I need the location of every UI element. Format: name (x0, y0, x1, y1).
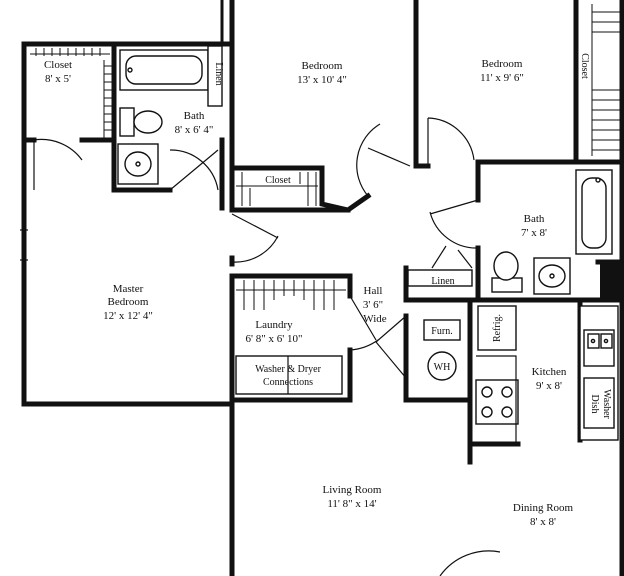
bath-second-label: Bath (524, 213, 545, 225)
linen-hall-label: Linen (431, 276, 454, 287)
bedroom-center-dims: 13' x 10' 4" (297, 74, 347, 86)
washer-dryer-icon (235, 355, 343, 395)
closet-right-label: Closet (579, 53, 590, 79)
bedroom-right-dims: 11' x 9' 6" (480, 72, 524, 84)
bath-master-dims: 8' x 6' 4" (175, 124, 214, 136)
master-bedroom-dims: 12' x 12' 4" (103, 310, 153, 322)
bedroom-center-label: Bedroom (302, 60, 343, 72)
washer-dryer-label-2: Connections (263, 377, 313, 388)
refrigerator-label: Refrig. (492, 314, 503, 342)
room-labels: Closet 8' x 5' Bath 8' x 6' 4" Linen Bed… (44, 53, 612, 528)
bedroom-right-label: Bedroom (482, 58, 523, 70)
refrigerator-icon (477, 305, 517, 351)
walls (21, 0, 624, 576)
living-room-label: Living Room (323, 484, 382, 496)
water-heater-icon (427, 351, 457, 381)
fixtures (20, 45, 622, 444)
bath-master-label: Bath (184, 110, 205, 122)
stove-icon (475, 379, 519, 425)
furnace-label: Furn. (431, 326, 452, 337)
master-bedroom-label-2: Bedroom (108, 296, 149, 308)
washer-dryer-label-1: Washer & Dryer (255, 364, 322, 375)
closet-shelving (30, 4, 620, 310)
toilet-icon (119, 107, 135, 137)
dishwasher-icon (583, 377, 615, 429)
hall-dims: 3' 6" (363, 299, 383, 311)
dining-room-label: Dining Room (513, 502, 574, 514)
doors (33, 117, 501, 576)
closet-hall-label: Closet (265, 175, 291, 186)
closet-master-label: Closet (44, 59, 72, 71)
laundry-label: Laundry (255, 319, 293, 331)
living-room-dims: 11' 8" x 14' (327, 498, 376, 510)
water-heater-label: WH (434, 362, 451, 373)
kitchen-label: Kitchen (532, 366, 567, 378)
hall-note: Wide (363, 313, 386, 325)
linen-master-label: Linen (213, 62, 224, 85)
laundry-dims: 6' 8" x 6' 10" (246, 333, 303, 345)
kitchen-dims: 9' x 8' (536, 380, 562, 392)
hall-label: Hall (364, 285, 383, 297)
dishwasher-label-2: Washer (601, 389, 612, 419)
dishwasher-label-1: Dish (589, 395, 600, 414)
bath-second-dims: 7' x 8' (521, 227, 547, 239)
master-bedroom-label-1: Master (113, 283, 144, 295)
furnace-icon (423, 319, 461, 341)
closet-master-dims: 8' x 5' (45, 73, 71, 85)
dining-room-dims: 8' x 8' (530, 516, 556, 528)
